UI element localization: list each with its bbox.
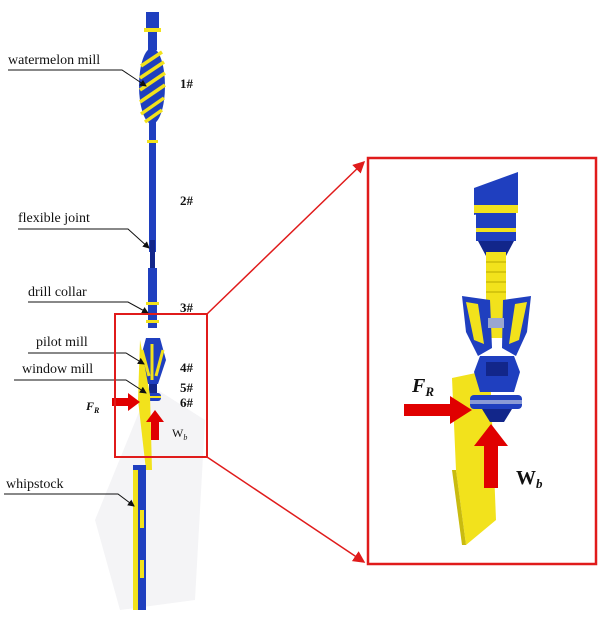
station-4: 4# — [180, 360, 194, 375]
leader-drill-collar — [28, 301, 149, 314]
station-1: 1# — [180, 76, 194, 91]
radial-force-label: FR — [85, 399, 100, 415]
label-whipstock: whipstock — [6, 477, 64, 492]
detail-mandrel — [486, 252, 506, 338]
watermelon-mill-body — [139, 48, 166, 124]
top-sub — [146, 12, 159, 30]
leader-whipstock — [4, 493, 135, 507]
leader-flexible-joint — [18, 228, 150, 249]
label-watermelon-mill: watermelon mill — [8, 53, 100, 68]
axial-force-label: Wb — [172, 426, 187, 442]
station-2: 2# — [180, 193, 194, 208]
station-3: 3# — [180, 300, 194, 315]
label-window-mill: window mill — [22, 362, 93, 377]
whipstock-body — [133, 340, 152, 610]
label-flexible-joint: flexible joint — [18, 211, 90, 226]
station-6: 6# — [180, 395, 194, 410]
detail-radial-force-label: FR — [411, 375, 434, 399]
drill-collar-body — [148, 268, 157, 328]
label-drill-collar: drill collar — [28, 285, 87, 300]
zoom-line-top — [206, 160, 366, 315]
tool-string — [139, 12, 166, 401]
station-5: 5# — [180, 380, 194, 395]
zoom-source-frame — [114, 313, 208, 458]
detail-radial-force-arrow — [404, 396, 472, 424]
leader-window-mill — [14, 379, 147, 394]
detail-axial-force-arrow — [474, 424, 508, 488]
ground-shadow — [95, 385, 205, 610]
flexible-joint-body — [150, 240, 155, 270]
axial-force-arrow — [146, 410, 164, 440]
radial-force-arrow — [112, 393, 140, 411]
zoom-line-bottom — [206, 456, 366, 563]
leader-pilot-mill — [28, 352, 145, 365]
label-pilot-mill: pilot mill — [36, 335, 88, 350]
leader-watermelon-mill — [8, 69, 147, 87]
pilot-mill-body — [140, 338, 166, 384]
detail-axial-force-label: Wb — [516, 467, 543, 491]
